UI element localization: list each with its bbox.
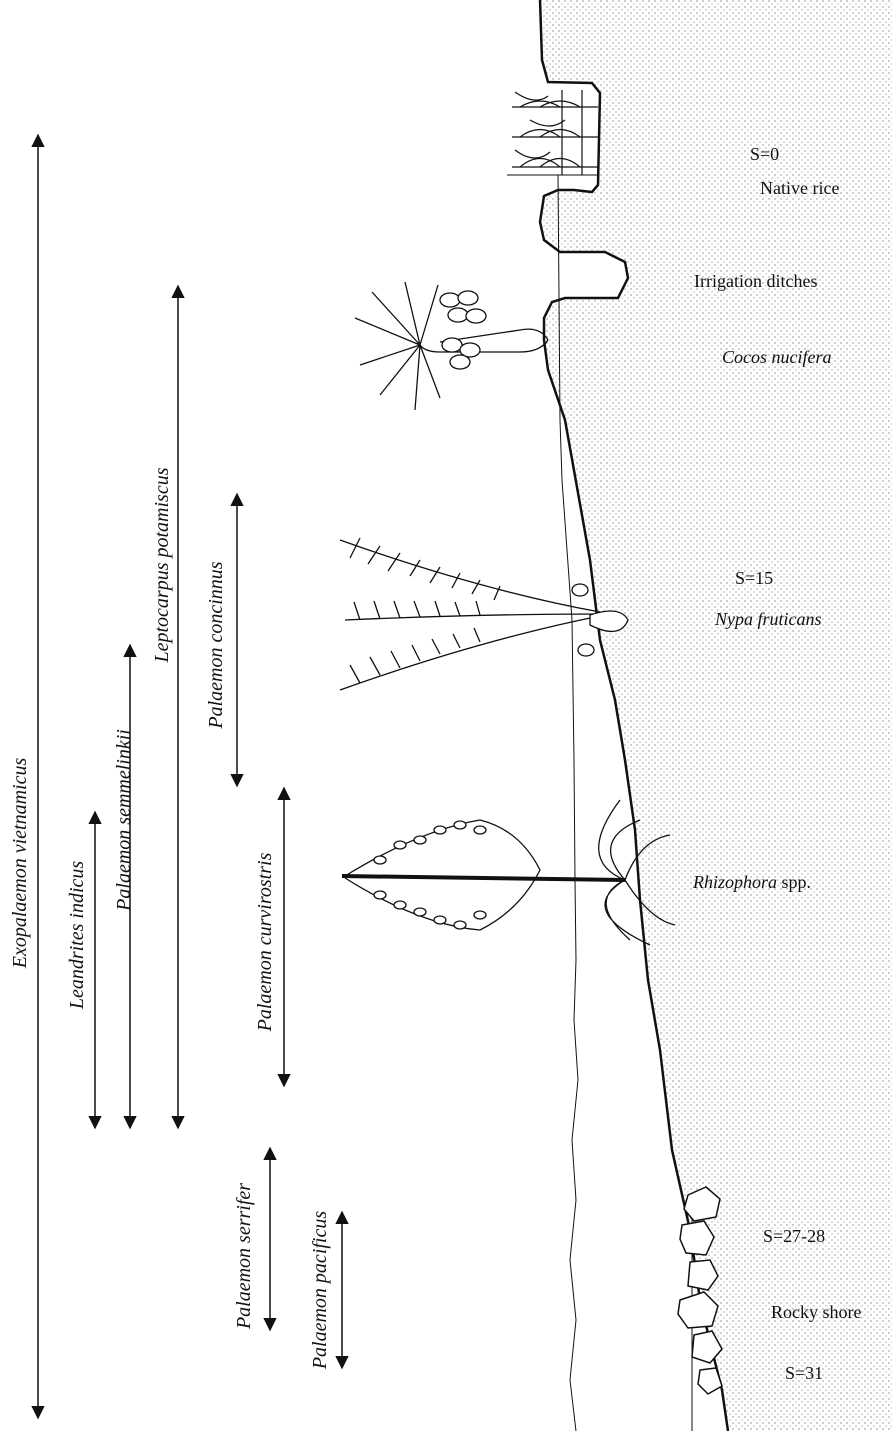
- species-label-serrifer: Palaemon serrifer: [233, 1183, 255, 1330]
- species-label-leptocarpus: Leptocarpus potamiscus: [151, 467, 173, 663]
- salinity-s0: S=0: [750, 144, 779, 164]
- zone-irrigation-ditches: Irrigation ditches: [694, 271, 817, 291]
- zone-rhizophora: Rhizophora spp.: [692, 872, 811, 892]
- species-label-semmelinkii: Palaemon semmelinkii: [113, 729, 135, 912]
- species-label-exopalaemon: Exopalaemon vietnamicus: [9, 758, 31, 970]
- rhizophora-illustration: [342, 800, 675, 945]
- rice-plants: [512, 90, 598, 175]
- species-label-curvirostris: Palaemon curvirostris: [254, 852, 276, 1032]
- zone-native-rice: Native rice: [760, 178, 839, 198]
- species-label-pacificus: Palaemon pacificus: [309, 1211, 331, 1371]
- salinity-s31: S=31: [785, 1363, 823, 1383]
- zone-cocos-nucifera: Cocos nucifera: [722, 347, 832, 367]
- zone-nypa-fruticans: Nypa fruticans: [714, 609, 822, 629]
- salinity-s27-28: S=27-28: [763, 1226, 825, 1246]
- species-range-arrows: [38, 135, 342, 1418]
- species-label-leandrites: Leandrites indicus: [66, 861, 88, 1011]
- nypa-palm-illustration: [340, 538, 628, 690]
- salinity-s15: S=15: [735, 568, 773, 588]
- zone-rocky-shore: Rocky shore: [771, 1302, 861, 1322]
- coconut-palm-illustration: [355, 282, 548, 410]
- species-label-concinnus: Palaemon concinnus: [205, 561, 227, 729]
